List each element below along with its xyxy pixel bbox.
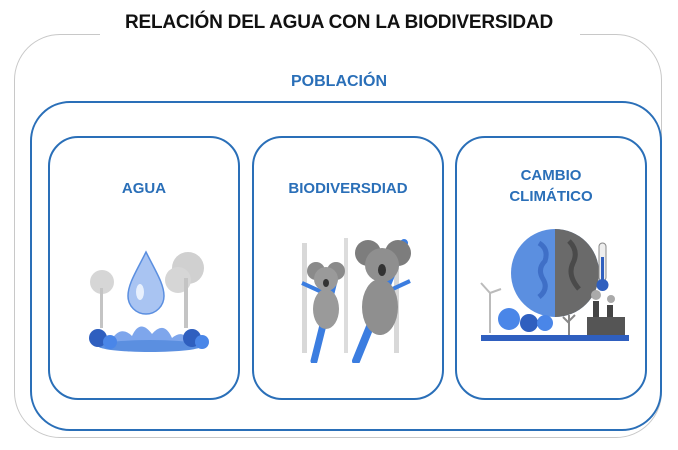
climate-earth-icon [480,229,629,341]
card-biodiversidad: BIODIVERSDIAD [252,136,444,400]
card-cambio-label-2: CLIMÁTICO [509,188,593,205]
page-title: RELACIÓN DEL AGUA CON LA BIODIVERSIDAD [124,12,553,33]
title-mask [100,26,580,42]
population-frame [30,101,662,431]
card-agua-label: AGUA [121,180,167,197]
card-agua: AGUA [48,136,240,400]
water-drop-icon [89,250,209,352]
population-label: POBLACIÓN [291,73,387,90]
koala-icon [301,238,411,363]
card-biodiversidad-label: BIODIVERSDIAD [288,180,408,197]
card-cambio-label-1: CAMBIO [520,167,582,184]
card-cambio-climatico: CAMBIO CLIMÁTICO [455,136,647,400]
